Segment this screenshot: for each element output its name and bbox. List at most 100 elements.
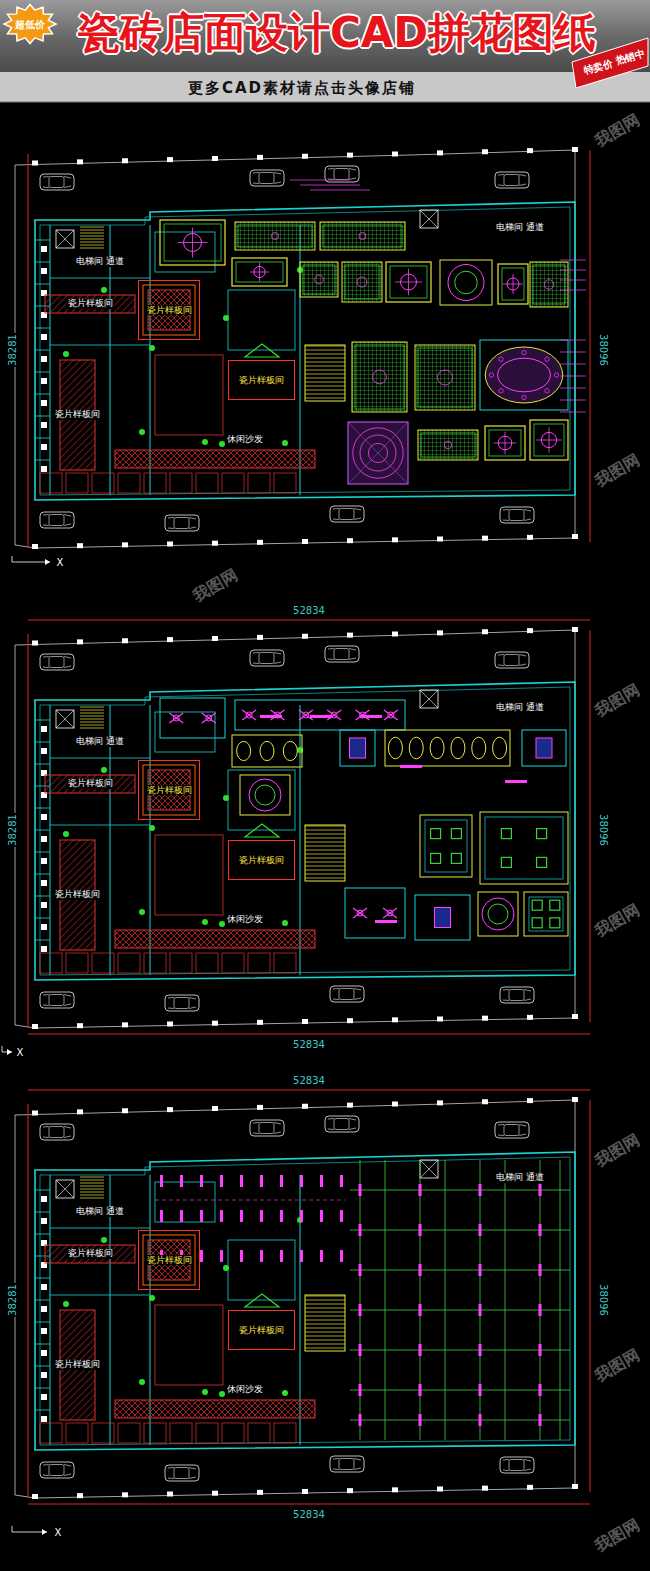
room-frame [340,730,375,766]
column-tag [419,1184,422,1196]
sample-room: 瓷片样板间 [228,1310,295,1350]
car-roof [504,1125,519,1136]
fixture-symbol [409,737,423,759]
column-mark [347,1103,353,1108]
car-line [43,657,71,668]
column-tag [280,1210,283,1222]
fixture-symbol [451,737,465,759]
column-tag [359,1344,362,1356]
plant-dot [63,831,69,837]
shop-cell [196,953,218,973]
tile-frame [386,262,431,302]
car-body [500,1457,534,1473]
column-mark [77,1493,83,1498]
tile-cross [503,274,523,294]
tile-rosette [507,278,519,290]
column-mark [41,268,47,274]
axis-label: X [16,1047,25,1058]
stair-tread [305,386,345,387]
car-line [168,1468,196,1479]
furniture-bar [260,715,282,718]
leader-line [560,364,586,365]
car-roof [334,169,349,180]
dimension: 38281 [7,333,18,367]
leader-line [560,400,586,401]
column-tag [539,1224,542,1236]
elevator-symbol [56,1180,74,1198]
leader-line [560,280,586,281]
fixture-symbol [472,737,486,759]
seat-symbol [550,918,560,928]
grid-line [360,1160,361,1440]
axis-label: X [56,557,65,568]
column-mark [41,1328,47,1334]
plant-dot [282,440,288,446]
building-wall [35,202,575,500]
seat-symbol [431,829,441,839]
tile-border [345,265,379,299]
car-roof [259,653,274,664]
car-symbol [325,1116,359,1132]
grid-line [350,1270,570,1271]
tile-border [238,225,312,247]
partition-wall [35,1234,50,1235]
tile-rosette [401,274,417,290]
partition-wall [35,328,50,329]
car-symbol [500,507,534,523]
tile-border [236,262,283,282]
tile-pattern [415,345,475,410]
grid-line [560,1160,561,1440]
building-wall [35,682,575,980]
stair-tread [80,230,104,231]
column-tag [160,1210,163,1222]
stair-tread [305,358,345,359]
tile-frame [160,220,225,265]
column-mark [41,378,47,384]
column-mark [482,629,488,634]
stair-tread [80,242,104,243]
stair-tread [305,350,345,351]
oval-dot [499,357,503,361]
car-symbol [330,1456,364,1472]
column-mark [392,1102,398,1107]
column-mark [212,1491,218,1496]
oval-dot [554,373,558,377]
room-name: 瓷片样板间 [146,305,193,315]
car-body [40,1462,74,1478]
shop-cell [118,473,140,493]
column-tag [220,1250,223,1262]
stair-tread [305,842,345,843]
tile-pattern [530,262,568,307]
partition-wall [35,808,50,809]
partition-wall [50,1228,150,1229]
oval-dot [489,373,493,377]
column-mark [572,627,578,632]
axis-symbol [12,556,50,562]
furniture-bar [400,765,422,768]
partition-wall [35,350,50,351]
car-body [40,512,74,528]
column-tag [479,1184,482,1196]
sample-room: 瓷片样板间 [138,760,200,820]
car-body [500,987,534,1003]
stair-tread [305,1308,345,1309]
plant-dot [63,1301,69,1307]
car-symbol [250,1120,284,1136]
car-line [43,1127,71,1138]
tile-rosette [444,441,452,449]
partition-wall [35,918,50,919]
car-line [43,177,71,188]
fixture-frame [232,735,302,767]
axis-arrow [45,559,50,565]
oval-dot [499,389,503,393]
shop-cell [40,1423,62,1443]
car-line [168,998,196,1009]
furniture-icon [357,910,363,916]
seat-symbol [550,900,560,910]
tile-display-band [45,775,135,793]
car-body [165,1465,199,1481]
plant-symbol [245,1294,279,1307]
price-badge [4,5,56,44]
tile-frame [440,260,492,305]
shop-cell [40,953,62,973]
